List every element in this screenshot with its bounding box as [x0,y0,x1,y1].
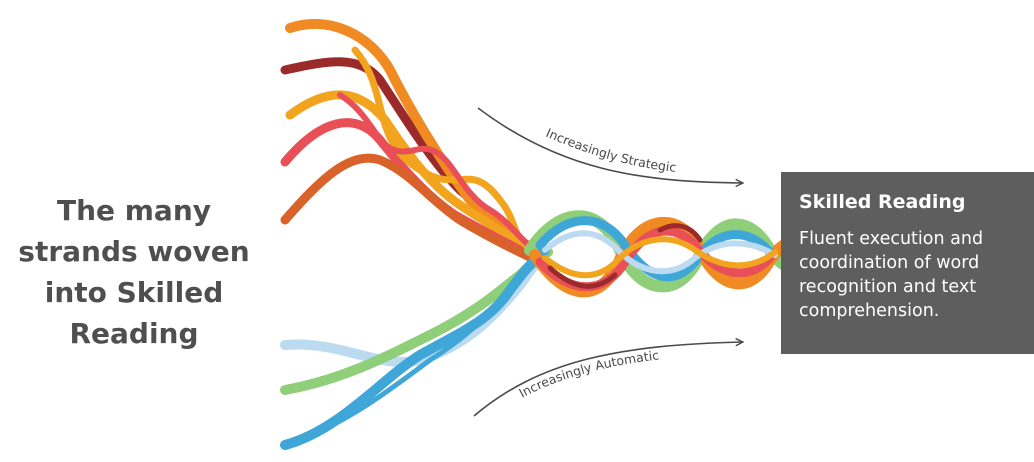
box-description-line-2: coordination of word [799,253,980,273]
strategic-label: Increasingly Strategic [544,125,677,175]
page-heading: The many strands woven into Skilled Read… [0,190,268,354]
strand-rust [280,153,545,267]
strand-orange-braid [351,46,539,254]
box-description: Fluent execution and coordination of wor… [799,227,1034,323]
upper-strands [280,19,545,267]
strand-blue-inner [297,277,518,443]
strategic-arrow [477,107,742,183]
strand-blue [280,245,550,450]
automatic-label: Increasingly Automatic [516,347,660,400]
heading-line-4: Reading [69,317,199,350]
box-description-line-4: comprehension. [799,301,940,321]
strand-red-braid [337,92,543,258]
box-title: Skilled Reading [799,191,966,213]
heading-line-3: into Skilled [44,276,224,309]
box-description-line-3: recognition and text [799,277,977,297]
heading-line-2: strands woven [18,235,250,268]
lower-strands [280,245,553,450]
skilled-reading-box: Skilled Reading Fluent execution and coo… [781,172,1034,354]
automatic-arrow [473,342,742,417]
box-description-line-1: Fluent execution and [799,229,984,249]
heading-line-1: The many [56,194,212,227]
braided-rope [524,210,806,298]
